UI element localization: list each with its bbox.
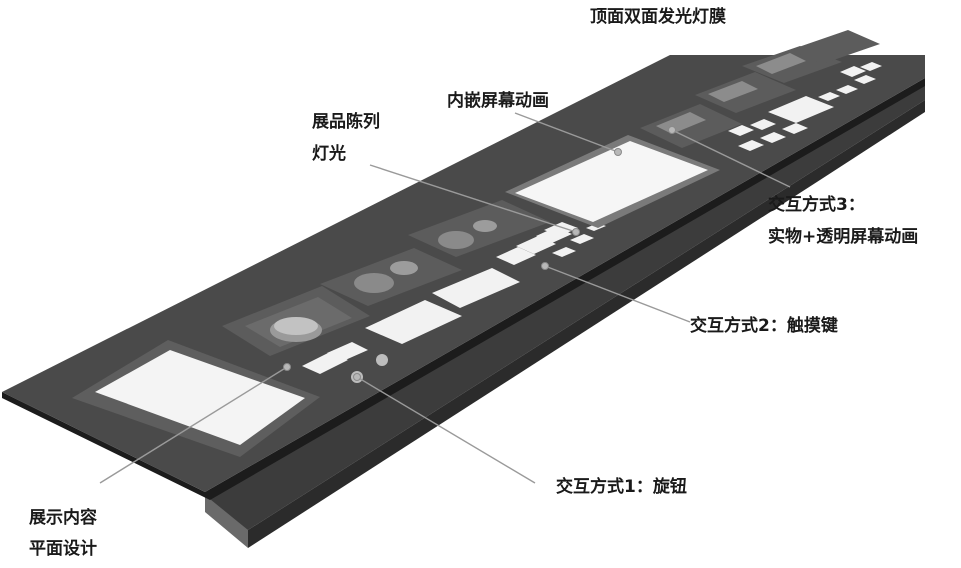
label-top-film: 顶面双面发光灯膜 [590, 7, 726, 27]
exhibit-cylinder-2a [354, 273, 394, 293]
right-key-6 [818, 92, 840, 101]
right-key-9 [860, 62, 882, 71]
exhibit-niche-7 [790, 30, 880, 64]
panel-top-surface [2, 55, 925, 492]
anchor-interaction-2 [541, 262, 549, 270]
leader-interaction-2 [544, 265, 691, 323]
exhibit-cylinder-2b [390, 261, 418, 275]
touch-key-2b [516, 236, 556, 254]
label-interaction-1: 交互方式1：旋钮 [556, 477, 687, 497]
exhibit-cylinder-3a [438, 231, 474, 249]
touch-key-2a [496, 247, 536, 265]
right-key-2 [728, 125, 754, 136]
leader-interaction-1 [356, 376, 536, 484]
label-display-content-line1: 展示内容 [29, 508, 97, 528]
label-interaction-2: 交互方式2：触摸键 [690, 316, 838, 336]
leader-interaction-3 [671, 129, 791, 188]
right-key-5 [782, 123, 808, 134]
embedded-screen [515, 141, 708, 222]
leader-lines [99, 112, 791, 484]
label-display-content-line2: 平面设计 [29, 539, 97, 559]
exhibit-cylinder-1-top [274, 317, 318, 335]
touch-key-2g [544, 222, 578, 236]
right-key-3 [750, 119, 776, 130]
exhibit-cylinder-3b [473, 220, 497, 232]
right-key-4 [760, 132, 786, 143]
anchor-interaction-1 [353, 373, 361, 381]
mid-screen-2 [432, 268, 520, 308]
mid-screen-1 [365, 300, 462, 344]
touch-key-2d [552, 247, 576, 257]
touch-key-2e [570, 234, 594, 244]
touch-key-1b [327, 342, 368, 361]
label-interaction-3-title: 交互方式3： [768, 195, 865, 215]
rotary-knob-2 [376, 354, 388, 366]
right-key-10 [854, 75, 876, 84]
front-display-screen [95, 350, 305, 445]
label-exhibit-light-line1: 展品陈列 [312, 112, 380, 132]
console-base-shadow [248, 100, 925, 548]
right-screen-1 [768, 96, 834, 123]
console-base-side [205, 82, 925, 530]
anchor-display-content [283, 363, 291, 371]
label-exhibit-light-line2: 灯光 [312, 144, 346, 164]
anchor-interaction-3 [668, 126, 676, 134]
anchor-embedded-screen [614, 148, 622, 156]
leader-exhibit-light [369, 164, 577, 233]
right-key-1 [738, 140, 764, 151]
console-base-front [205, 495, 248, 548]
right-key-8 [840, 66, 866, 77]
label-interaction-3-detail: 实物+透明屏幕动画 [768, 227, 919, 247]
leader-display-content [99, 366, 288, 484]
right-key-7 [836, 85, 858, 94]
exhibit-niche-5-objects [708, 81, 758, 102]
leader-embedded-screen [514, 112, 619, 153]
label-embedded-screen: 内嵌屏幕动画 [447, 91, 549, 111]
exhibit-niche-6-objects [756, 53, 806, 74]
anchor-exhibit-light [572, 228, 580, 236]
anchor-dots [283, 126, 676, 381]
exhibit-niche-2 [320, 248, 462, 306]
